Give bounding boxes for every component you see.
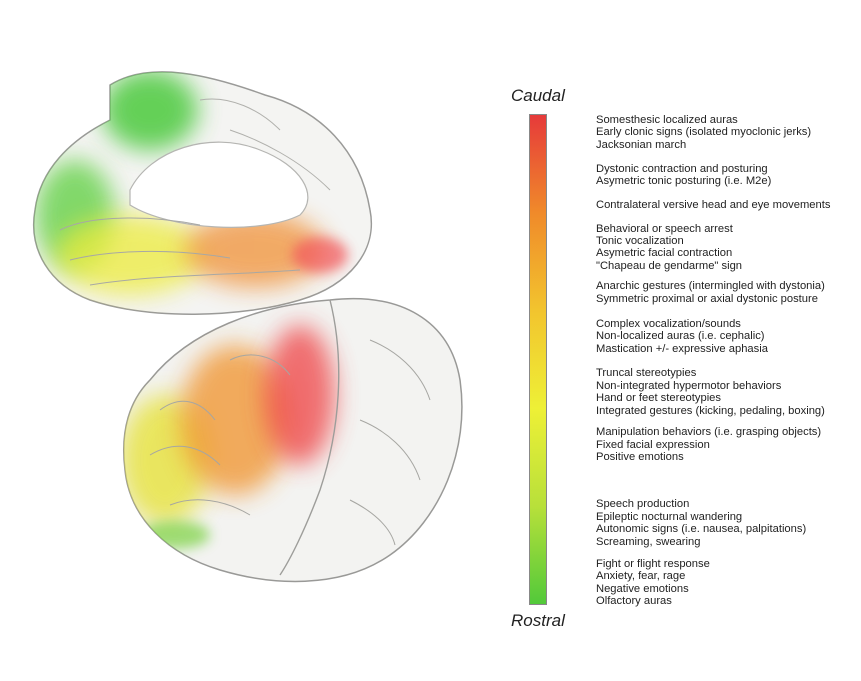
- symptom-item: Olfactory auras: [596, 595, 672, 608]
- lateral-brain-view: [122, 298, 463, 583]
- symptom-item: Non-integrated hypermotor behaviors: [596, 379, 782, 392]
- symptom-item: Speech production: [596, 498, 690, 511]
- symptom-item: Complex vocalization/sounds: [596, 317, 741, 330]
- symptom-item: Early clonic signs (isolated myoclonic j…: [596, 126, 812, 139]
- symptom-item: Asymetric tonic posturing (i.e. M2e): [596, 175, 772, 187]
- symptom-item: Screaming, swearing: [596, 535, 701, 548]
- symptom-item: "Chapeau de gendarme" sign: [596, 259, 743, 272]
- caudal-label: Caudal: [511, 86, 565, 105]
- symptom-item: Autonomic signs (i.e. nausea, palpitatio…: [596, 523, 807, 536]
- symptom-item: Integrated gestures (kicking, pedaling, …: [596, 404, 825, 417]
- symptom-item: Hand or feet stereotypies: [596, 392, 721, 405]
- symptom-item: Somesthesic localized auras: [596, 114, 738, 126]
- symptom-item: Anxiety, fear, rage: [596, 570, 686, 583]
- symptom-group: Contralateral versive head and eye movem…: [596, 199, 830, 211]
- symptom-item: Asymetric facial contraction: [596, 247, 733, 260]
- medial-brain-view: [33, 71, 373, 315]
- symptom-item: Jacksonian march: [596, 138, 687, 151]
- symptom-item: Manipulation behaviors (i.e. grasping ob…: [596, 426, 822, 439]
- symptom-item: Fixed facial expression: [596, 438, 710, 451]
- symptom-item: Epileptic nocturnal wandering: [596, 510, 743, 523]
- caudal-rostral-gradient-bar: [529, 114, 547, 605]
- symptom-item: Fight or flight response: [596, 557, 710, 570]
- symptom-item: Truncal stereotypies: [596, 367, 697, 380]
- symptom-item: Tonic vocalization: [596, 234, 684, 247]
- symptom-group: Olfactory auras: [596, 595, 672, 607]
- symptom-item: Mastication +/- expressive aphasia: [596, 342, 768, 355]
- brain-illustration: [33, 71, 463, 583]
- symptom-item: Non-localized auras (i.e. cephalic): [596, 330, 765, 343]
- symptom-item: Dystonic contraction and posturing: [596, 162, 768, 175]
- symptom-group: Manipulation behaviors (i.e. grasping ob…: [596, 426, 821, 463]
- rostral-label: Rostral: [511, 611, 565, 630]
- symptom-item: Negative emotions: [596, 582, 689, 595]
- symptom-item: Contralateral versive head and eye movem…: [596, 198, 831, 211]
- symptom-item: Anarchic gestures (intermingled with dys…: [596, 280, 825, 293]
- symptom-item: Positive emotions: [596, 451, 684, 464]
- symptom-group: Anarchic gestures (intermingled with dys…: [596, 280, 825, 305]
- symptom-item: Symmetric proximal or axial dystonic pos…: [596, 292, 818, 305]
- symptom-item: Behavioral or speech arrest: [596, 222, 733, 235]
